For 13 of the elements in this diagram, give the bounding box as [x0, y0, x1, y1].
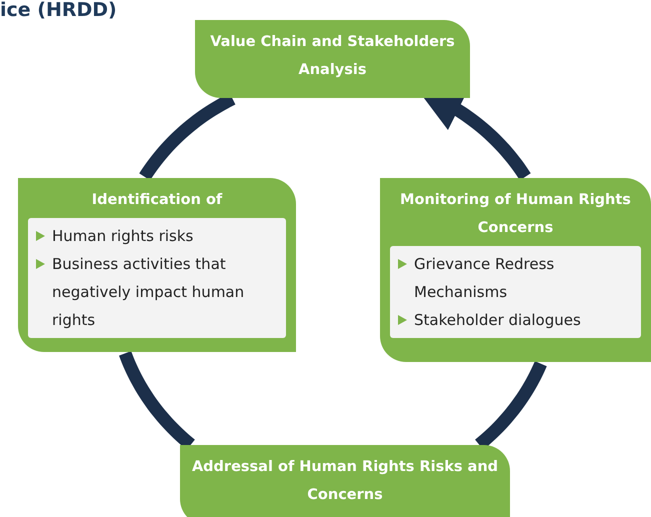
stage-title: Monitoring of Human Rights Concerns — [399, 191, 632, 238]
stage-box — [195, 20, 470, 98]
bullet-item: Human rights risks — [34, 222, 280, 250]
bullet-item: Grievance Redress Mechanisms — [396, 250, 635, 306]
stage-title: Value Chain and Stakeholders Analysis — [209, 33, 456, 80]
title: ice (HRDD) — [0, 0, 117, 20]
stage-title: Identification of — [90, 191, 224, 210]
stage-box — [18, 178, 296, 352]
bullet-item: Business activities that negatively impact human rights — [34, 250, 280, 334]
bullet-item: Stakeholder dialogues — [396, 306, 635, 334]
stage-box — [380, 178, 651, 362]
stage-box — [180, 445, 510, 517]
stage-title: Addressal of Human Rights Risks and Concerns — [190, 458, 500, 505]
